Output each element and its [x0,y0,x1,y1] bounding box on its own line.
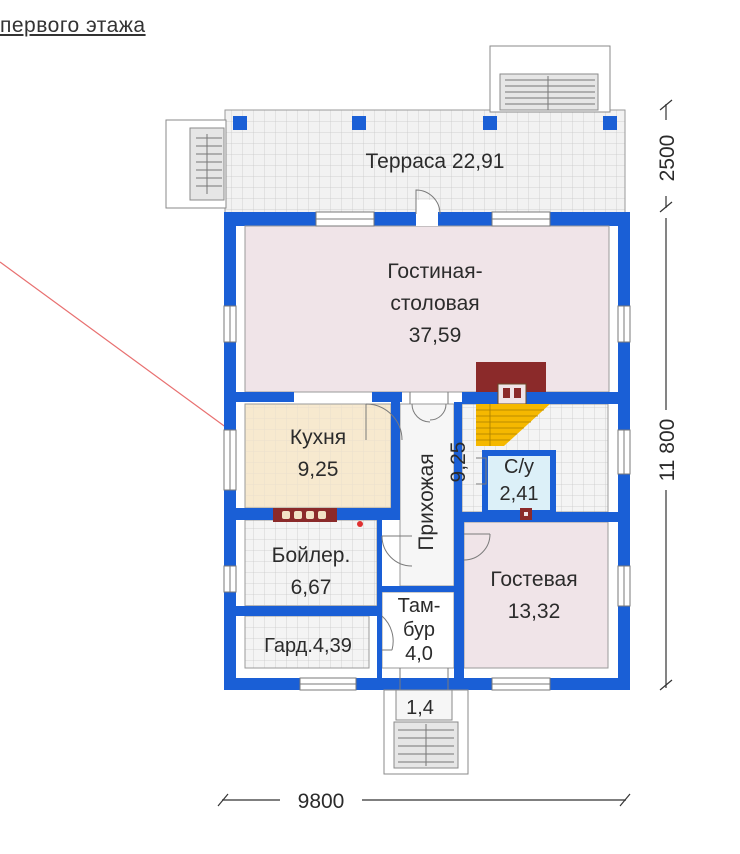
kitchen-area: 9,25 [298,458,339,481]
top-stairs [489,45,611,113]
living-room [244,225,610,393]
living-area: 37,59 [409,324,462,347]
living-label-line2: столовая [390,292,479,315]
living-label-line1: Гостиная- [387,260,482,283]
terrace-post [352,116,366,130]
fireplace [476,362,546,405]
boiler-area: 6,67 [291,576,332,599]
vestibule-label-line2: бур [403,619,435,641]
dim-house-depth: 11 800 [656,419,679,482]
wc-area: 2,41 [500,483,539,505]
kitchen-label: Кухня [290,426,346,449]
vestibule-area: 4,0 [405,643,433,665]
wardrobe-label: Гард.4,39 [264,635,352,657]
hall-area: 9,25 [447,442,470,483]
dimension-lines [217,99,673,807]
wc-room [488,456,550,510]
guest-room [463,521,609,669]
terrace-post [603,116,617,130]
hall [399,403,455,587]
doors [365,189,491,690]
guest-area: 13,32 [508,600,561,623]
dim-terrace-depth: 2500 [656,135,679,182]
vestibule [381,591,455,669]
vestibule-label-line1: Там- [398,595,441,617]
terrace-post [483,116,497,130]
terrace-label: Терраса 22,91 [366,150,505,173]
porch [383,689,469,775]
terrace [224,109,626,215]
interior-stairs [476,404,550,446]
guest-label: Гостевая [490,568,577,591]
terrace-post [233,116,247,130]
hall-label: Прихожая [415,453,438,550]
left-stairs [165,119,227,209]
wc-label: С/у [504,456,534,478]
kitchen-stove [273,508,363,527]
boiler-label: Бойлер. [272,544,351,567]
page-title: первого этажа [0,14,146,37]
porch-area: 1,4 [406,697,434,719]
dim-house-width: 9800 [298,790,345,813]
